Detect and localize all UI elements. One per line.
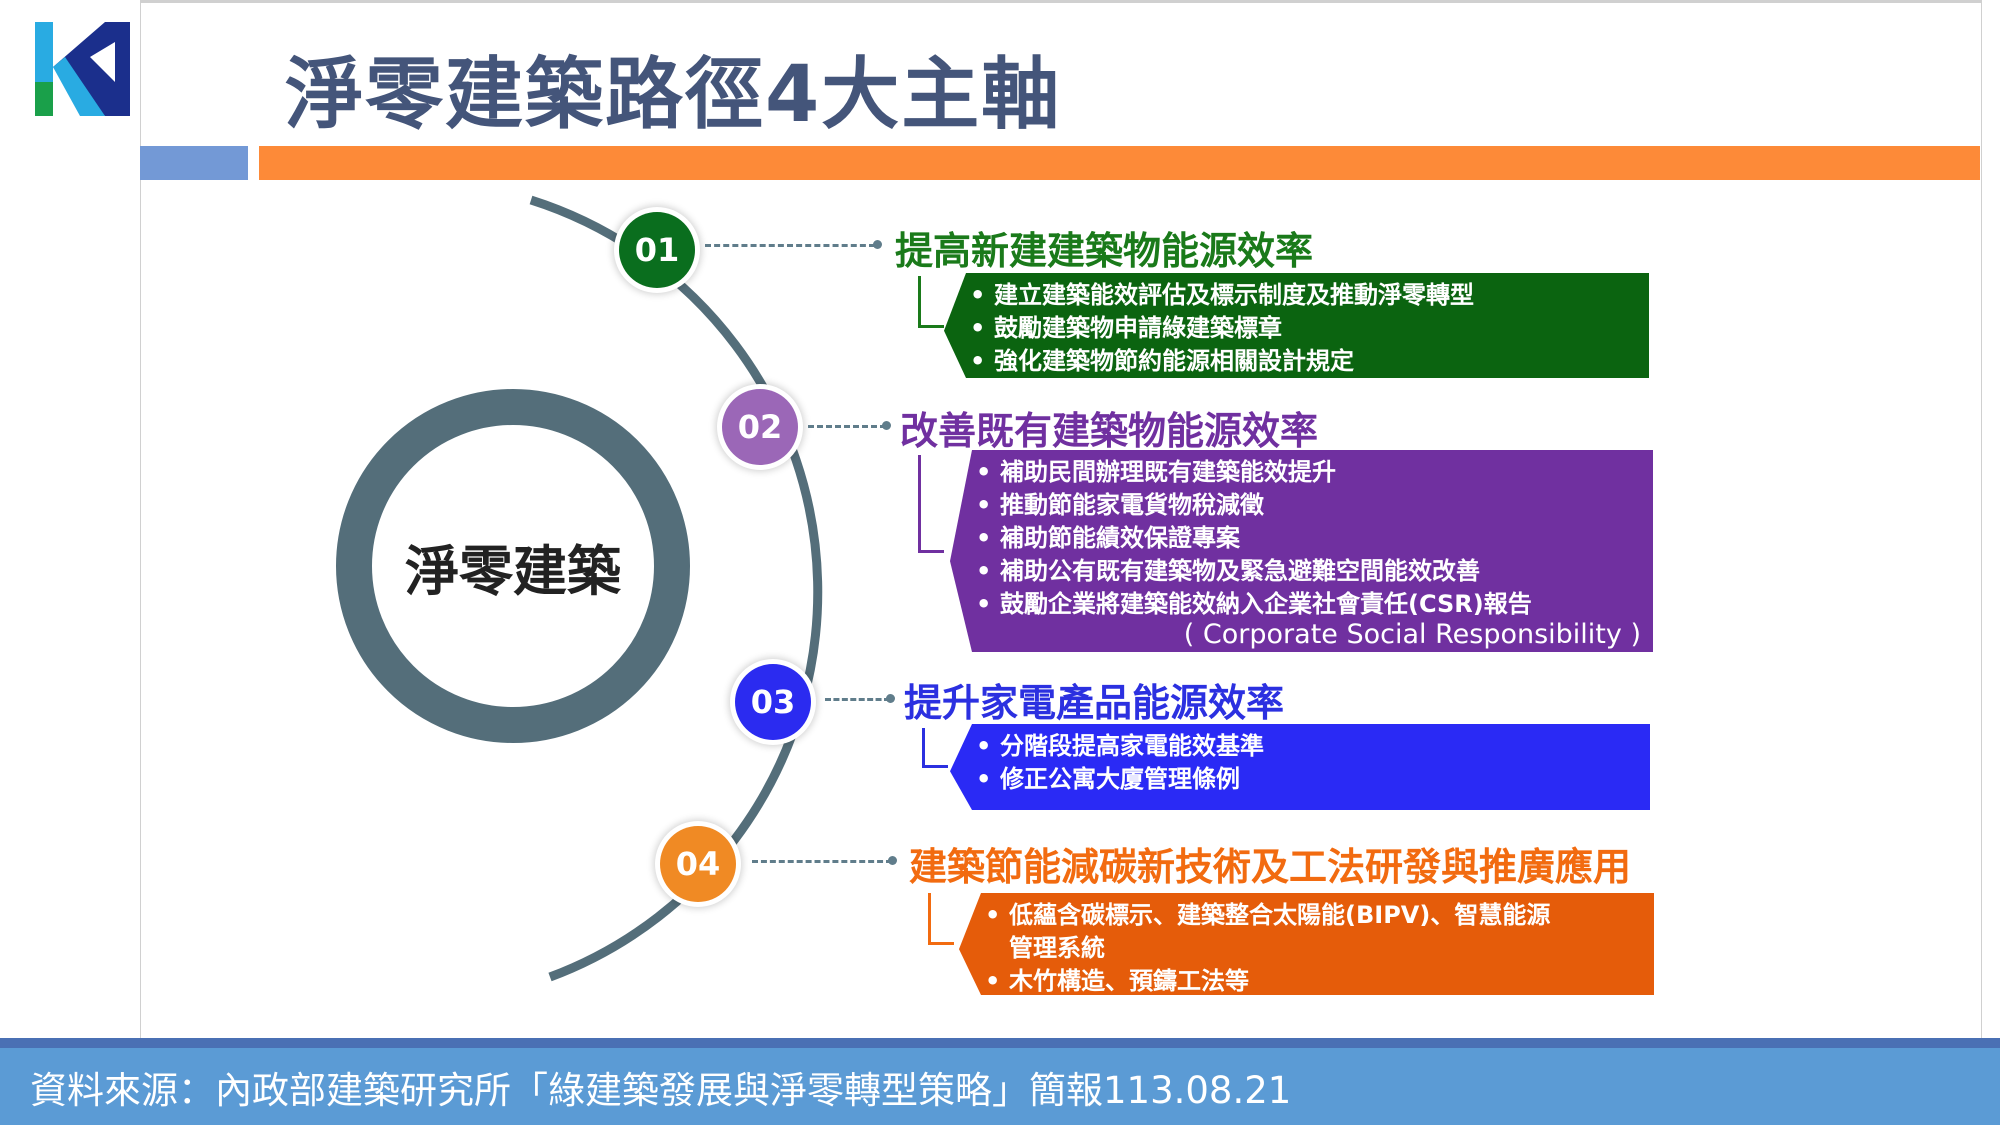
connector-dot — [873, 240, 882, 249]
axis-items-03: 分階段提高家電能效基準 修正公寓大廈管理條例 — [950, 724, 1650, 810]
bracket — [922, 728, 948, 768]
axis-heading-03: 提升家電產品能源效率 — [904, 681, 1285, 725]
item: 鼓勵建築物申請綠建築標章 — [970, 312, 1649, 345]
item: 推動節能家電貨物稅減徵 — [976, 489, 1653, 522]
axis-items-04: 低蘊含碳標示、建築整合太陽能(BIPV)、智慧能源 管理系統 木竹構造、預鑄工法… — [959, 893, 1654, 995]
center-label: 淨零建築 — [405, 539, 621, 603]
logo — [35, 22, 130, 116]
item: 建立建築能效評估及標示制度及推動淨零轉型 — [970, 279, 1649, 312]
item-note: ( Corporate Social Responsibility ) — [1183, 619, 1641, 650]
source-text: 資料來源：內政部建築研究所「綠建築發展與淨零轉型策略」簡報113.08.21 — [30, 1069, 1292, 1112]
bracket — [928, 893, 954, 945]
item: 補助節能績效保證專案 — [976, 522, 1653, 555]
item: 強化建築物節約能源相關設計規定 — [970, 345, 1649, 378]
axis-heading-01: 提高新建建築物能源效率 — [895, 229, 1314, 273]
item: 低蘊含碳標示、建築整合太陽能(BIPV)、智慧能源 — [985, 899, 1654, 932]
title-accent-bar — [140, 146, 248, 180]
connector-dot — [888, 856, 897, 865]
item: 木竹構造、預鑄工法等 — [985, 965, 1654, 995]
connector-dot — [882, 421, 891, 430]
item: 鼓勵企業將建築能效納入企業社會責任(CSR)報告 — [976, 588, 1653, 621]
axis-heading-04: 建築節能減碳新技術及工法研發與推廣應用 — [909, 845, 1632, 889]
axis-items-01: 建立建築能效評估及標示制度及推動淨零轉型 鼓勵建築物申請綠建築標章 強化建築物節… — [944, 273, 1649, 378]
bracket — [918, 455, 944, 553]
item: 管理系統 — [1009, 934, 1105, 962]
axis-number-02: 02 — [722, 389, 798, 465]
slide-frame — [140, 0, 1982, 1038]
item: 補助民間辦理既有建築能效提升 — [976, 456, 1653, 489]
connector-line — [752, 860, 892, 863]
axis-items-02: 補助民間辦理既有建築能效提升 推動節能家電貨物稅減徵 補助節能績效保證專案 補助… — [950, 450, 1653, 652]
connector-dot — [886, 694, 895, 703]
source-footer: 資料來源：內政部建築研究所「綠建築發展與淨零轉型策略」簡報113.08.21 — [0, 1038, 2000, 1125]
connector-line — [825, 698, 890, 701]
bracket — [918, 276, 944, 328]
page-title: 淨零建築路徑4大主軸 — [285, 50, 1062, 140]
item: 分階段提高家電能效基準 — [976, 730, 1650, 763]
title-underline-bar — [259, 146, 1980, 180]
axis-number-03: 03 — [735, 664, 811, 740]
connector-line — [705, 244, 875, 247]
axis-number-01: 01 — [619, 212, 695, 288]
axis-number-04: 04 — [660, 826, 736, 902]
item: 補助公有既有建築物及緊急避難空間能效改善 — [976, 555, 1653, 588]
axis-heading-02: 改善既有建築物能源效率 — [900, 409, 1319, 453]
connector-line — [808, 425, 886, 428]
item: 修正公寓大廈管理條例 — [976, 763, 1650, 796]
